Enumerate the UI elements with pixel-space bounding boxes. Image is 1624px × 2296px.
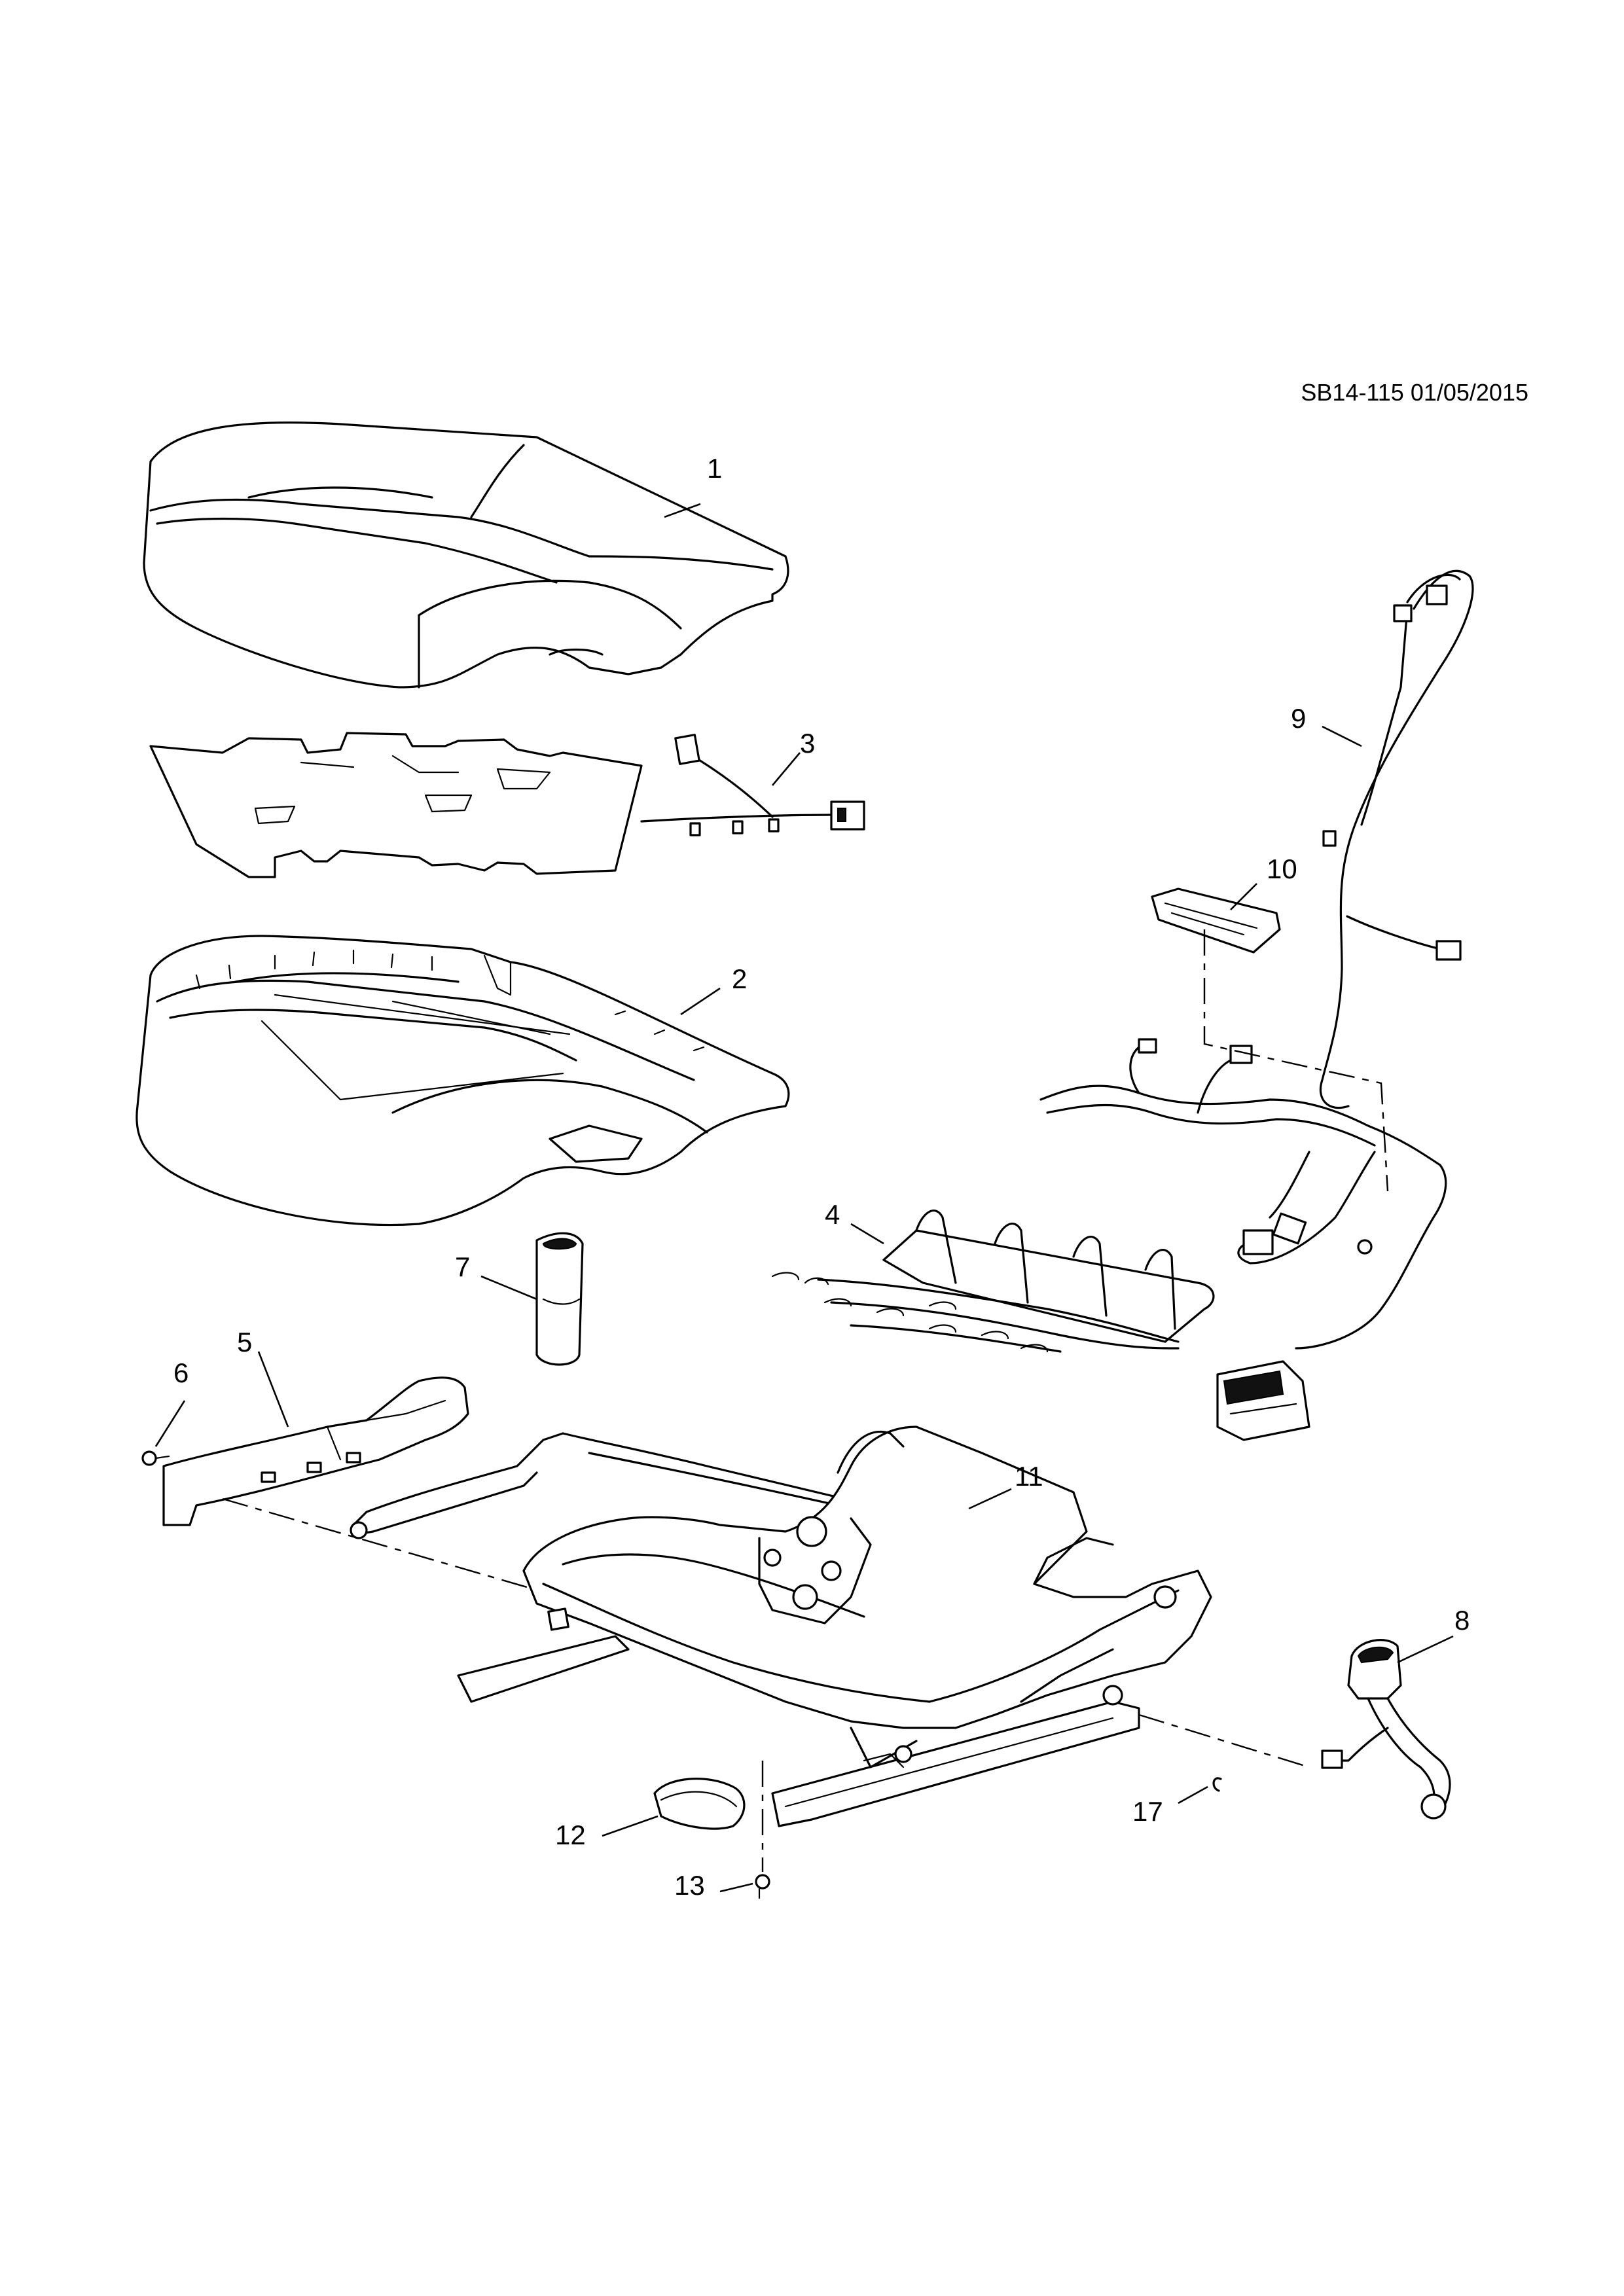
part-11-seat-frame[interactable] [350,1426,1310,1827]
callout-1: 1 [707,453,722,484]
callout-6: 6 [173,1357,189,1388]
part-4-seat-suspension[interactable] [771,1210,1215,1353]
callout-9: 9 [1291,703,1306,734]
callout-5: 5 [237,1327,252,1357]
callout-3: 3 [800,728,815,759]
part-7-adjuster-lever[interactable] [535,1232,584,1366]
part-13-bolt[interactable] [755,1761,770,1899]
part-3-heater-mat[interactable] [149,732,865,878]
part-2-foam-cushion[interactable] [135,935,790,1227]
callout-12: 12 [555,1820,586,1850]
part-17-clip[interactable] [1212,1777,1222,1792]
callout-13: 13 [674,1870,705,1901]
part-8-seat-belt-buckle[interactable] [1321,1639,1451,1820]
callout-7: 7 [455,1251,470,1282]
callout-8: 8 [1454,1605,1470,1636]
reference-code: SB14-115 01/05/2015 [1301,379,1528,406]
part-12-adjuster-handle[interactable] [653,1778,746,1830]
callout-17: 17 [1132,1796,1163,1827]
part-10-module[interactable] [1151,888,1389,1192]
callout-10: 10 [1267,853,1297,884]
callout-11: 11 [1015,1461,1043,1492]
callout-2: 2 [732,963,747,994]
part-6-screw[interactable] [141,1450,170,1466]
part-5-side-trim[interactable] [162,1376,832,1677]
callout-4: 4 [825,1199,840,1230]
part-9-wiring-harness[interactable] [1039,569,1474,1441]
part-1-cushion-cover[interactable] [143,422,789,689]
